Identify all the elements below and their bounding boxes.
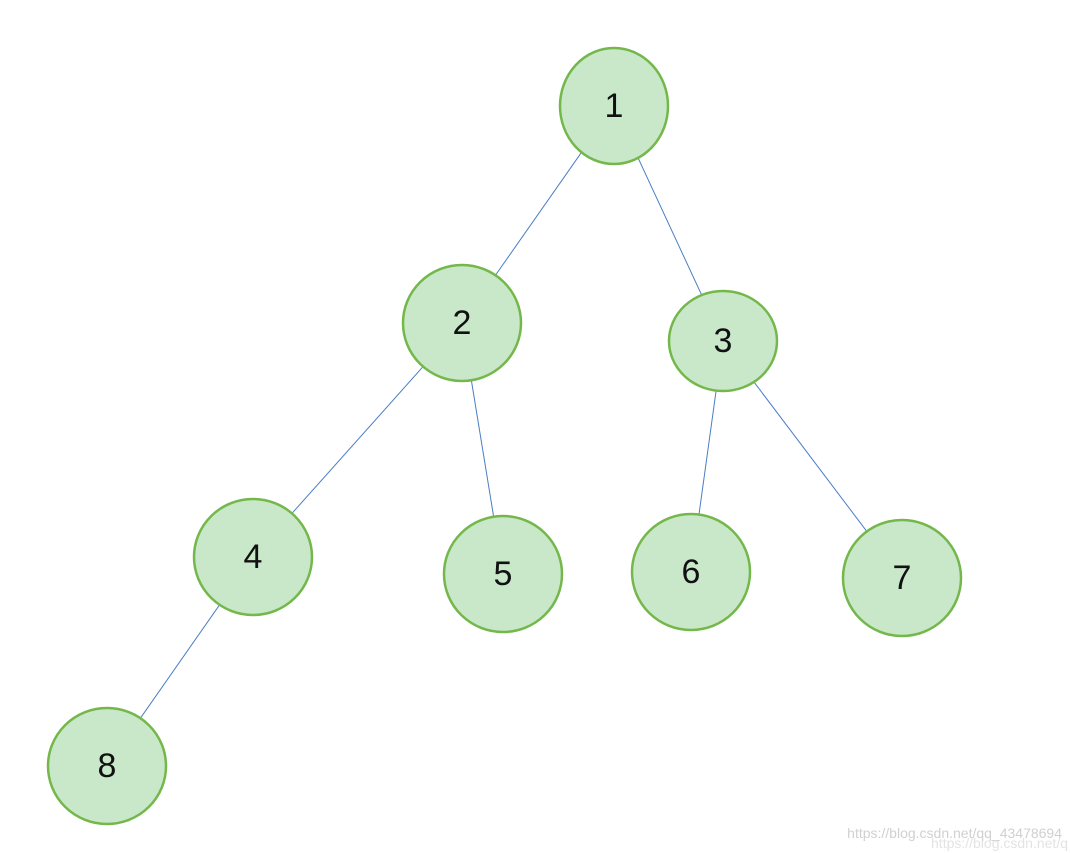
node-circle-1 [558, 46, 670, 166]
node-circle-6 [630, 512, 752, 632]
edge-2-4 [291, 366, 424, 514]
tree-node-8: 8 [46, 706, 168, 826]
tree-node-5: 5 [442, 514, 564, 634]
node-circle-8 [46, 706, 168, 826]
edges [139, 152, 868, 719]
edge-3-7 [753, 381, 868, 532]
edge-1-3 [637, 157, 703, 296]
node-label-1: 1 [605, 87, 624, 125]
node-circle-2 [401, 263, 523, 383]
node-label-6: 6 [682, 553, 701, 591]
node-label-2: 2 [453, 304, 472, 342]
tree-node-6: 6 [630, 512, 752, 632]
edge-4-8 [139, 604, 221, 719]
node-label-5: 5 [494, 555, 513, 593]
edge-3-6 [698, 390, 717, 515]
edge-1-2 [495, 152, 582, 276]
tree-node-7: 7 [841, 518, 963, 638]
watermark-text: https://blog.csdn.net/qq_43478694 [847, 825, 1062, 841]
tree-node-3: 3 [667, 289, 779, 393]
node-label-7: 7 [893, 559, 912, 597]
node-circle-7 [841, 518, 963, 638]
tree-node-4: 4 [192, 497, 314, 617]
watermark-text-overlay: https://blog.csdn.net/q [931, 835, 1068, 851]
tree-node-1: 1 [558, 46, 670, 166]
node-label-3: 3 [714, 322, 733, 360]
tree-node-2: 2 [401, 263, 523, 383]
node-circle-3 [667, 289, 779, 393]
node-circle-4 [192, 497, 314, 617]
node-circle-5 [442, 514, 564, 634]
nodes: 1 2 3 4 5 6 7 8 [46, 46, 963, 826]
node-label-8: 8 [98, 747, 117, 785]
edge-2-5 [470, 380, 495, 517]
node-label-4: 4 [244, 538, 263, 576]
